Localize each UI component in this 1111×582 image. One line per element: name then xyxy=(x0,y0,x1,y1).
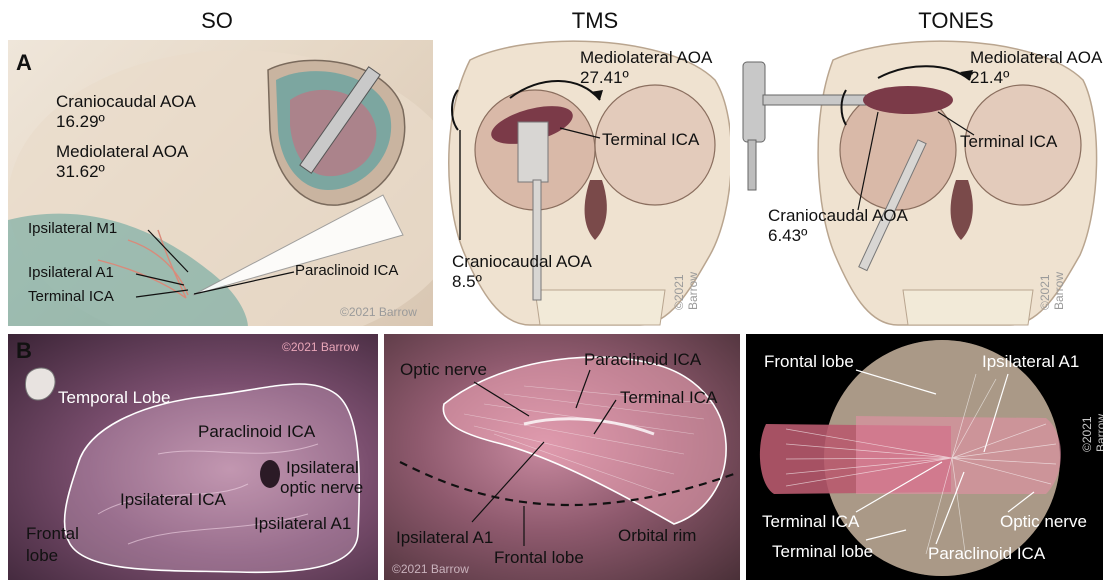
surgical-field xyxy=(443,357,726,524)
tones-terminal-ica: Terminal ICA xyxy=(960,132,1057,152)
tones-craniocaudal-value: 6.43º xyxy=(768,226,807,246)
endoscope-body xyxy=(743,62,765,142)
panel-b-tms: Optic nerve Paraclinoid ICA Terminal ICA… xyxy=(384,334,740,580)
tones-b-optic-nerve: Optic nerve xyxy=(1000,512,1087,532)
tms-terminal-ica: Terminal ICA xyxy=(602,130,699,150)
so-paraclinoid-ica: Paraclinoid ICA xyxy=(295,262,398,280)
tms-mediolateral-label: Mediolateral AOA xyxy=(580,48,712,68)
panel-a-so-illustration xyxy=(8,40,433,326)
tms-b-optic-nerve: Optic nerve xyxy=(400,360,487,380)
so-ipsilateral-a1: Ipsilateral A1 xyxy=(28,264,114,282)
tms-a-watermark: ©2021 Barrow xyxy=(672,252,700,310)
so-b-watermark: ©2021 Barrow xyxy=(282,340,359,354)
so-craniocaudal-value: 16.29º xyxy=(56,112,105,132)
endoscope-cable xyxy=(748,140,756,190)
so-b-temporal-lobe: Temporal Lobe xyxy=(58,388,170,408)
tms-mediolateral-value: 27.41º xyxy=(580,68,629,88)
so-craniocaudal-label: Craniocaudal AOA xyxy=(56,92,196,112)
so-b-frontal-lobe-2: lobe xyxy=(26,546,58,566)
tones-b-terminal-ica: Terminal ICA xyxy=(762,512,859,532)
so-a-watermark: ©2021 Barrow xyxy=(340,305,417,319)
so-mediolateral-value: 31.62º xyxy=(56,162,105,182)
tones-a-watermark: ©2021 Barrow xyxy=(1038,245,1066,310)
temporal-lobe-icon xyxy=(26,368,56,400)
tones-b-paraclinoid-ica: Paraclinoid ICA xyxy=(928,544,1045,564)
tms-b-frontal-lobe: Frontal lobe xyxy=(494,548,584,568)
optic-nerve-spot xyxy=(260,460,280,488)
teeth xyxy=(903,290,1033,325)
tones-craniocaudal-label: Craniocaudal AOA xyxy=(768,206,908,226)
tms-instrument xyxy=(533,180,541,300)
tones-b-frontal-lobe: Frontal lobe xyxy=(764,352,854,372)
so-b-ipsilateral-ica: Ipsilateral ICA xyxy=(120,490,226,510)
so-terminal-ica: Terminal ICA xyxy=(28,288,114,306)
tms-retractor xyxy=(518,122,548,182)
so-b-ipsilateral-a1: Ipsilateral A1 xyxy=(254,514,351,534)
tms-b-ipsilateral-a1: Ipsilateral A1 xyxy=(396,528,493,548)
tms-b-terminal-ica: Terminal ICA xyxy=(620,388,717,408)
endoscope-target xyxy=(863,86,953,114)
teeth xyxy=(535,290,665,325)
so-b-ipsilateral-optic-1: Ipsilateral xyxy=(286,458,359,478)
so-ipsilateral-m1: Ipsilateral M1 xyxy=(28,220,117,238)
tms-b-orbital-rim: Orbital rim xyxy=(618,526,696,546)
tms-craniocaudal-value: 8.5º xyxy=(452,272,482,292)
header-so: SO xyxy=(117,8,317,34)
tms-craniocaudal-label: Craniocaudal AOA xyxy=(452,252,592,272)
header-tms: TMS xyxy=(495,8,695,34)
tms-b-watermark: ©2021 Barrow xyxy=(392,562,469,576)
panel-a-so: A Craniocaudal AOA 16.29º Mediolateral A… xyxy=(8,40,433,326)
tones-b-terminal-lobe: Terminal lobe xyxy=(772,542,873,562)
panel-a-tms: Mediolateral AOA 27.41º Terminal ICA Cra… xyxy=(440,40,730,326)
tones-b-watermark: ©2021 Barrow xyxy=(1080,414,1103,452)
tms-b-paraclinoid-ica: Paraclinoid ICA xyxy=(584,350,701,370)
so-mediolateral-label: Mediolateral AOA xyxy=(56,142,188,162)
so-b-ipsilateral-optic-2: optic nerve xyxy=(280,478,363,498)
header-tones: TONES xyxy=(856,8,1056,34)
leader-ipsilateral-a1 xyxy=(472,442,544,522)
panel-b-so: B Temporal Lobe Paraclinoid ICA Ipsilate… xyxy=(8,334,378,580)
panel-a-tones: Mediolateral AOA 21.4º Terminal ICA Cran… xyxy=(738,40,1103,326)
so-b-frontal-lobe-1: Frontal xyxy=(26,524,79,544)
exposure-field xyxy=(856,416,1061,494)
so-b-paraclinoid-ica: Paraclinoid ICA xyxy=(198,422,315,442)
tones-mediolateral-label: Mediolateral AOA xyxy=(970,48,1102,68)
tones-mediolateral-value: 21.4º xyxy=(970,68,1009,88)
row-label-a: A xyxy=(16,50,32,76)
tones-b-ipsilateral-a1: Ipsilateral A1 xyxy=(982,352,1079,372)
row-label-b: B xyxy=(16,338,32,364)
panel-b-tones: Frontal lobe Ipsilateral A1 Terminal ICA… xyxy=(746,334,1103,580)
